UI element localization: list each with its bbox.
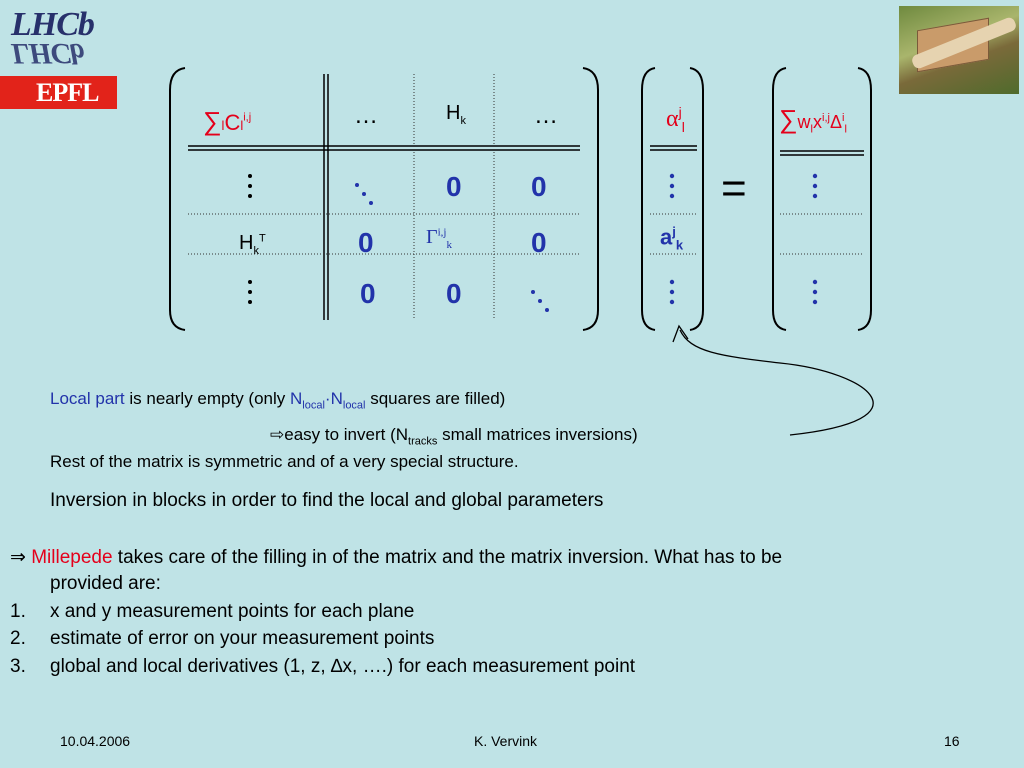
- list-item: 1. x and y measurement points for each pl…: [10, 601, 414, 623]
- matrix-vdots-row2: [248, 174, 252, 198]
- zero-r3c4: 0: [531, 227, 547, 258]
- list-item-text: estimate of error on your measurement po…: [50, 628, 435, 649]
- h-kt-sup: T: [258, 232, 266, 245]
- rhs-w: w: [797, 112, 811, 132]
- list-item: 3. global and local derivatives (1, z, ∆x…: [10, 656, 635, 678]
- h-k-sub: k: [460, 115, 466, 127]
- rhs-right-bracket: [857, 67, 872, 331]
- footer-page-number: 16: [944, 733, 960, 749]
- note-sub1: local: [302, 399, 325, 412]
- a-cell: ajk: [660, 224, 683, 253]
- sum-c-sup: i,j: [243, 111, 252, 124]
- zero-r3c2: 0: [358, 227, 374, 258]
- curved-arrow: [679, 329, 874, 436]
- alpha-symbol: α: [666, 106, 679, 132]
- gamma-sup: i,j: [437, 226, 447, 239]
- alpha-cell: αjl: [666, 104, 685, 135]
- rhs-delta-sub: l: [844, 123, 847, 136]
- rhs-delta: Δ: [829, 112, 842, 132]
- a-sub: k: [675, 237, 684, 253]
- hdots-1: …: [354, 102, 378, 129]
- gamma-sub: k: [446, 239, 452, 251]
- sum-c-cell: ∑lCli,j: [203, 106, 251, 137]
- right-arrow-icon: ⇨: [270, 425, 285, 444]
- millepede-intro: ⇒ Millepede takes care of the filling in…: [10, 546, 782, 569]
- millepede-label: Millepede: [31, 547, 113, 568]
- h-kt-sub: k: [253, 245, 259, 257]
- vector-right-bracket: [689, 67, 704, 331]
- h-kt-label: HkT: [239, 232, 266, 257]
- matrix-left-bracket: [169, 67, 186, 331]
- lhcb-logo-text: LHCb: [11, 6, 95, 43]
- list-item-number: 2.: [10, 628, 26, 649]
- sum-c-letter: C: [224, 110, 241, 135]
- h-kt-letter: H: [239, 232, 254, 254]
- rhs-cell: ∑wlxi,jΔil: [779, 104, 847, 136]
- equals-sign: =: [721, 164, 747, 213]
- lhcb-logo: LHCb LHCb: [5, 2, 103, 72]
- matrix-ddots-2: [531, 290, 549, 312]
- zero-r4c2: 0: [360, 278, 376, 309]
- h-k-letter: H: [446, 102, 461, 124]
- list-item-text: x and y measurement points for each plan…: [50, 601, 415, 622]
- matrix-vdots-row4: [248, 280, 252, 304]
- rhs-vdots-row2: [812, 173, 818, 199]
- rhs-vdots-row4: [812, 279, 818, 305]
- note-symmetric: Rest of the matrix is symmetric and of a…: [50, 452, 519, 471]
- note-line2-text: easy to invert (N: [284, 425, 409, 444]
- epfl-logo-text: EPFL: [36, 78, 99, 107]
- list-item-number: 1.: [10, 601, 26, 622]
- note-sub2: local: [342, 399, 366, 412]
- matrix-right-bracket: [582, 67, 599, 331]
- note-local-part: Local part is nearly empty (only Nlocal·…: [50, 389, 505, 411]
- note-n2: N: [330, 389, 343, 408]
- note-local-part-label: Local part: [50, 389, 125, 408]
- alpha-sup: j: [678, 104, 682, 120]
- footer-date: 10.04.2006: [60, 733, 131, 749]
- sum-c-sub2: l: [240, 118, 244, 133]
- detector-photo: [899, 6, 1019, 94]
- rhs-x-sup: i,j: [822, 112, 830, 124]
- note-easy-invert: ⇨easy to invert (Ntracks small matrices …: [270, 425, 638, 447]
- sum-c-sub: l: [221, 118, 225, 133]
- vector-left-bracket: [641, 67, 656, 331]
- h-k-label: Hk: [446, 102, 466, 127]
- millepede-intro-text: takes care of the filling in of the matr…: [112, 547, 783, 568]
- footer-author: K. Vervink: [474, 733, 538, 749]
- vector-vdots-row2: [669, 173, 675, 199]
- zero-r2c3: 0: [446, 171, 462, 202]
- rhs-left-bracket: [772, 67, 787, 331]
- gamma-cell: Γi,jk: [426, 226, 452, 251]
- millepede-intro-cont: provided are:: [50, 573, 161, 594]
- note-dot: ·: [324, 389, 331, 408]
- curved-arrow-head: [672, 324, 689, 343]
- matrix-ddots-1: [355, 183, 373, 205]
- a-letter: a: [660, 224, 673, 250]
- sum-c-symbol: ∑: [203, 106, 222, 136]
- epfl-logo: EPFL: [0, 76, 117, 109]
- list-item-text: global and local derivatives (1, z, ∆x, …: [50, 656, 636, 677]
- note-n1: N: [290, 389, 303, 408]
- alpha-sub: l: [681, 118, 685, 135]
- gamma-symbol: Γ: [426, 226, 438, 248]
- note-line2-end: small matrices inversions): [437, 425, 638, 444]
- note-line1-end: squares are filled): [365, 389, 506, 408]
- zero-r4c3: 0: [446, 278, 462, 309]
- vector-vdots-row4: [669, 279, 675, 305]
- zero-r2c4: 0: [531, 171, 547, 202]
- rhs-delta-sup: i: [841, 112, 845, 124]
- list-item-number: 3.: [10, 656, 26, 677]
- list-item: 2. estimate of error on your measurement …: [10, 628, 434, 650]
- note-line2-sub: tracks: [408, 435, 438, 448]
- hdots-2: …: [534, 102, 558, 129]
- implies-arrow-icon: ⇒: [10, 547, 26, 568]
- rhs-w-sub: l: [810, 123, 813, 136]
- note-line1-text: is nearly empty (only: [124, 389, 291, 408]
- a-sup: j: [672, 224, 676, 239]
- note-inversion: Inversion in blocks in order to find the…: [50, 490, 604, 511]
- rhs-x: x: [813, 112, 822, 132]
- rhs-sum-symbol: ∑: [779, 104, 798, 134]
